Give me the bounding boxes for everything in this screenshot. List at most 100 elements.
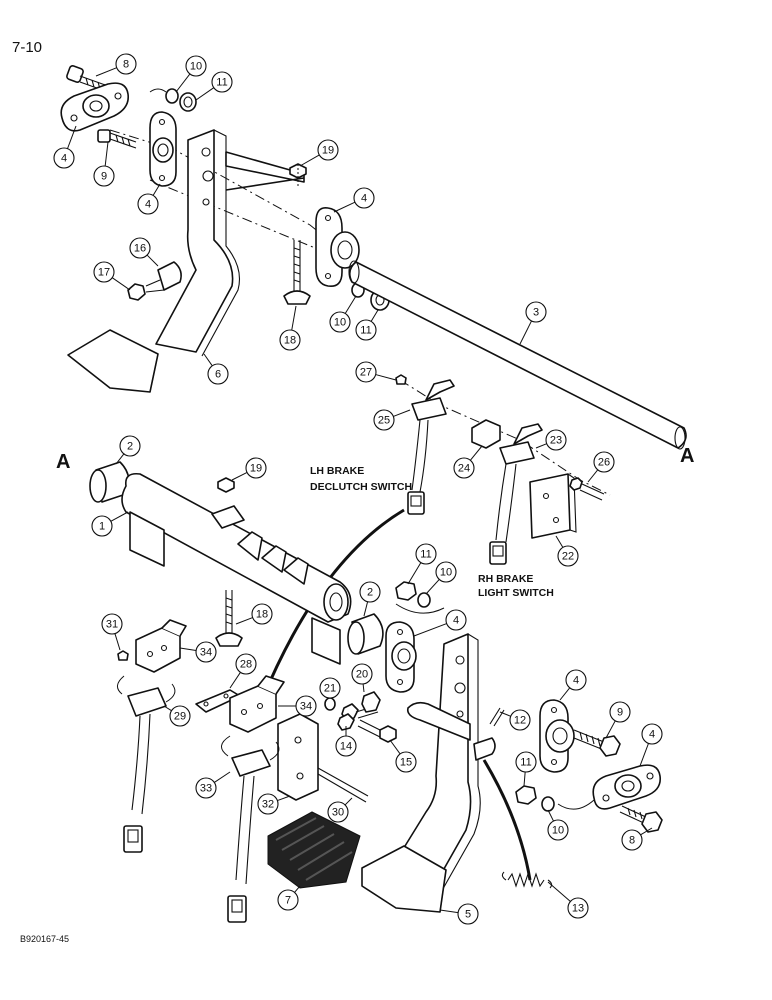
callout-10: 10 bbox=[329, 295, 357, 333]
callout-22: 22 bbox=[555, 535, 579, 567]
callout-leader-line bbox=[519, 320, 532, 345]
rh-brake-switch-23 bbox=[489, 423, 543, 565]
callout-bubble bbox=[91, 515, 113, 537]
bushing-2-right bbox=[347, 613, 384, 655]
callout-leader-line bbox=[370, 309, 379, 322]
callout-number: 18 bbox=[256, 609, 268, 621]
callout-21: 21 bbox=[319, 677, 341, 699]
callout-bubble bbox=[515, 751, 537, 773]
callout-bubble bbox=[545, 429, 567, 451]
flange-bearing-4-standing bbox=[149, 111, 177, 187]
callout-leader-line bbox=[425, 579, 440, 595]
callout-11: 11 bbox=[407, 543, 437, 585]
callout-number: 4 bbox=[361, 193, 367, 205]
callout-bubble bbox=[53, 147, 75, 169]
switch-plate-32 bbox=[277, 713, 319, 801]
callout-bubble bbox=[335, 735, 357, 757]
callout-leader-line bbox=[362, 683, 365, 693]
callout-bubble bbox=[395, 751, 417, 773]
callout-number: 33 bbox=[200, 783, 212, 795]
lh-brake-label-line1: LH BRAKE bbox=[310, 465, 364, 477]
callout-27: 27 bbox=[355, 361, 397, 383]
callout-bubble bbox=[445, 609, 467, 631]
callout-4: 4 bbox=[559, 669, 587, 701]
flange-bearing-4-lower-right bbox=[539, 699, 575, 773]
callout-leader-line bbox=[203, 353, 213, 367]
callout-30: 30 bbox=[327, 797, 353, 823]
callout-leader-line bbox=[469, 445, 483, 461]
callout-leader-line bbox=[393, 409, 411, 417]
callout-bubble bbox=[525, 301, 547, 323]
nut-19-lower bbox=[217, 477, 235, 493]
callout-18: 18 bbox=[235, 603, 273, 625]
pedal-shaft-1 bbox=[121, 472, 352, 665]
callout-bubble bbox=[353, 187, 375, 209]
callout-15: 15 bbox=[389, 739, 417, 773]
callout-33: 33 bbox=[195, 771, 231, 799]
callout-leader-line bbox=[152, 183, 161, 196]
callout-bubble bbox=[277, 889, 299, 911]
callout-26: 26 bbox=[587, 451, 615, 483]
callout-leader-line bbox=[413, 623, 447, 637]
callout-bubble bbox=[185, 55, 207, 77]
screw-26 bbox=[569, 477, 605, 501]
bolt-9-upper bbox=[97, 129, 137, 149]
callout-bubble bbox=[327, 801, 349, 823]
callout-number: 29 bbox=[174, 711, 186, 723]
callout-leader-line bbox=[214, 771, 231, 783]
callout-bubble bbox=[373, 409, 395, 431]
callout-bubble bbox=[195, 641, 217, 663]
callout-number: 18 bbox=[284, 335, 296, 347]
callout-18: 18 bbox=[279, 305, 301, 351]
callout-number: 19 bbox=[322, 145, 334, 157]
callout-bubble bbox=[593, 451, 615, 473]
callout-16: 16 bbox=[129, 237, 159, 267]
switch-housing-34-upper bbox=[117, 619, 187, 673]
callout-leader-line bbox=[175, 73, 191, 93]
lh-brake-switch-25 bbox=[407, 379, 455, 515]
callout-bubble bbox=[355, 319, 377, 341]
callout-34: 34 bbox=[278, 695, 317, 717]
pedal-5 bbox=[361, 633, 496, 913]
callout-number: 4 bbox=[649, 729, 655, 741]
callout-bubble bbox=[129, 237, 151, 259]
callout-9: 9 bbox=[93, 141, 115, 187]
callout-bubble bbox=[355, 361, 377, 383]
callout-4: 4 bbox=[53, 125, 77, 169]
callout-leader-line bbox=[547, 809, 554, 822]
callout-bubble bbox=[137, 193, 159, 215]
callout-bubble bbox=[509, 709, 531, 731]
callout-leader-line bbox=[110, 511, 129, 522]
break-marker-right: A bbox=[680, 445, 694, 467]
callout-bubble bbox=[119, 435, 141, 457]
callout-3: 3 bbox=[519, 301, 547, 345]
callout-number: 23 bbox=[550, 435, 562, 447]
callout-bubble bbox=[415, 543, 437, 565]
callout-bubble bbox=[621, 829, 643, 851]
nut-11-10-lower bbox=[515, 785, 595, 812]
callout-number: 30 bbox=[332, 807, 344, 819]
callout-leader-line bbox=[231, 472, 248, 481]
callout-number: 10 bbox=[334, 317, 346, 329]
callout-number: 2 bbox=[127, 441, 133, 453]
callout-leader-line bbox=[146, 254, 159, 267]
callout-number: 4 bbox=[573, 675, 579, 687]
callout-leader-line bbox=[299, 154, 320, 167]
pin-12 bbox=[489, 707, 505, 727]
callout-number: 26 bbox=[598, 457, 610, 469]
callout-number: 32 bbox=[262, 799, 274, 811]
callout-number: 8 bbox=[629, 835, 635, 847]
stop-bolt-18-upper bbox=[283, 240, 311, 305]
upper-assembly bbox=[60, 65, 687, 450]
callout-4: 4 bbox=[413, 609, 467, 637]
callout-number: 27 bbox=[360, 367, 372, 379]
cross-shaft-3 bbox=[348, 260, 687, 450]
callout-leader-line bbox=[179, 647, 197, 651]
callout-25: 25 bbox=[373, 409, 411, 431]
callout-leader-line bbox=[229, 672, 241, 689]
bolt-8-upper bbox=[66, 65, 109, 93]
bolt-8-lower bbox=[619, 805, 663, 833]
callout-leader-line bbox=[111, 277, 131, 291]
callout-number: 4 bbox=[145, 199, 151, 211]
callout-bubble bbox=[317, 139, 339, 161]
